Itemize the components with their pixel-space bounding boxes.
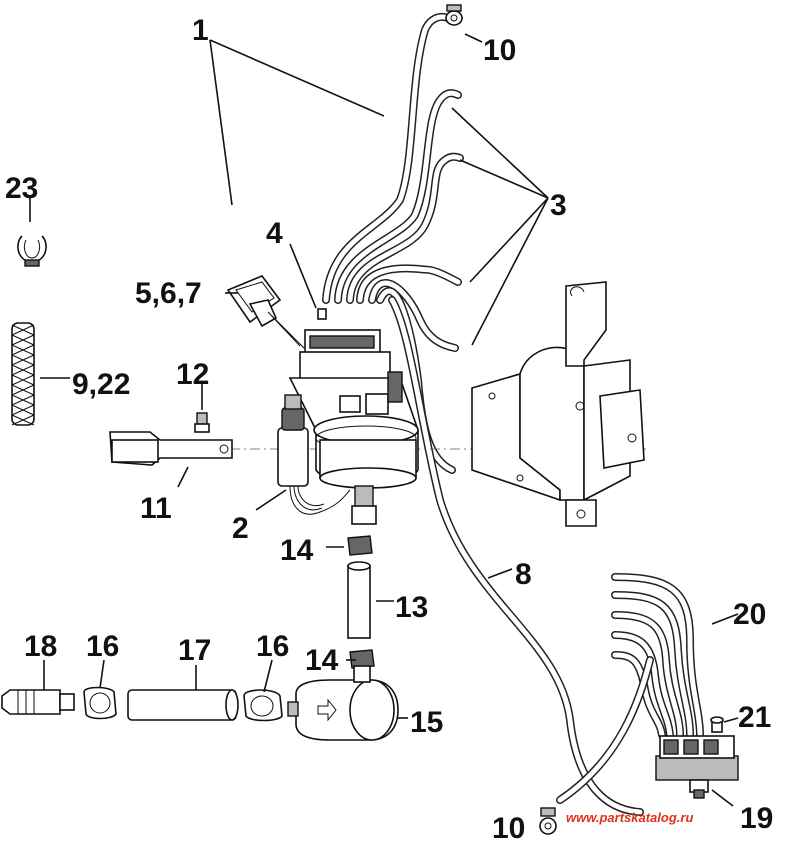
fuel-pump-assembly-2 (277, 329, 419, 525)
callout-3: 3 (550, 189, 567, 222)
callout-13: 13 (395, 591, 428, 624)
hose-clip-23 (17, 235, 47, 267)
callout-10-top: 10 (483, 34, 516, 67)
callout-9-22: 9,22 (72, 368, 130, 401)
callout-23: 23 (5, 172, 38, 205)
screw-12 (194, 412, 210, 433)
callout-4: 4 (266, 217, 283, 250)
leader-lines (29, 33, 739, 807)
mounting-bracket (471, 281, 645, 527)
mesh-sleeve-9-22 (11, 322, 35, 426)
callout-10-bottom: 10 (492, 812, 525, 843)
bracket-11 (109, 431, 233, 466)
callout-16-right: 16 (256, 630, 289, 663)
callout-14-upper: 14 (280, 534, 314, 567)
callout-20: 20 (733, 598, 766, 631)
callout-16-left: 16 (86, 630, 119, 663)
callout-labels: 1 10 3 23 4 5,6,7 9,22 12 11 2 14 8 13 2… (5, 14, 773, 845)
tube-13 (347, 561, 371, 639)
callout-14-lower: 14 (305, 644, 339, 677)
hose-clamp-10-bottom (539, 807, 557, 835)
hose-clamp-10-top (445, 4, 463, 26)
callout-12: 12 (176, 358, 209, 391)
hose-clamp-16-right (243, 689, 283, 722)
callout-11: 11 (140, 492, 172, 525)
callout-1: 1 (192, 14, 209, 47)
hose-clamp-16-left (83, 686, 117, 720)
callout-18: 18 (24, 630, 57, 663)
hose-17 (127, 689, 239, 721)
screw-4 (317, 308, 327, 320)
callout-21: 21 (738, 701, 771, 734)
hose-fitting-18 (1, 689, 75, 715)
watermark: www.partskatalog.ru (566, 810, 693, 825)
screw-21 (710, 716, 724, 733)
collar-14-upper (347, 535, 373, 556)
fuel-filter-15 (287, 665, 399, 741)
callout-5-6-7: 5,6,7 (135, 277, 202, 310)
callout-8: 8 (515, 558, 532, 591)
callout-19: 19 (740, 802, 773, 835)
callout-15: 15 (410, 706, 443, 739)
callout-17: 17 (178, 634, 211, 667)
connector-5-6-7 (226, 275, 305, 349)
fuel-hoses (322, 12, 704, 816)
callout-2: 2 (232, 512, 249, 545)
collar-14-lower (349, 649, 375, 669)
distribution-block-19 (655, 735, 739, 799)
